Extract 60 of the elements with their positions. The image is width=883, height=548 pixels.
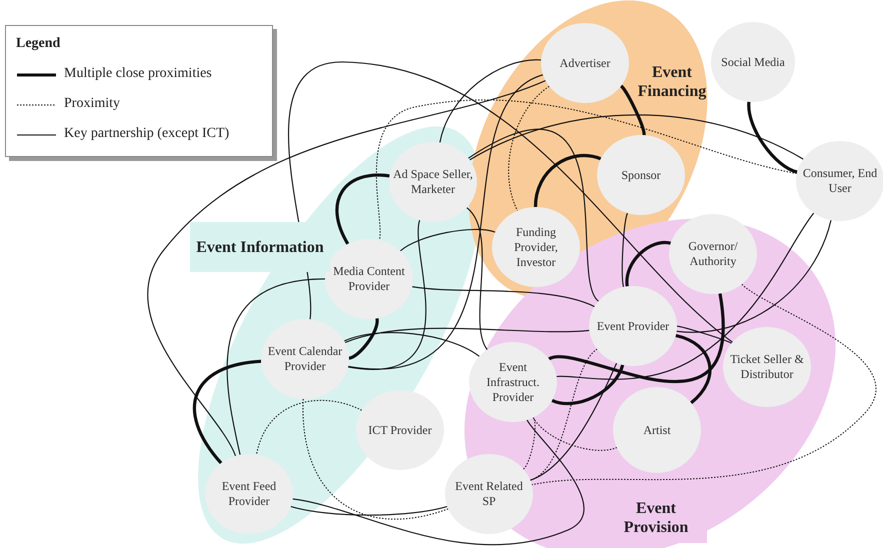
role-label: Sponsor: [621, 168, 661, 182]
connector-line: [466, 207, 488, 350]
connector-line: [344, 332, 480, 357]
role-label: Event Infrastruct. Provider: [486, 360, 540, 404]
connector-line: [292, 420, 584, 546]
connector-line: [302, 398, 449, 520]
role-label: Advertiser: [560, 56, 610, 70]
role-label: Ad Space Seller, Marketer: [393, 167, 473, 197]
connector-line: [288, 61, 733, 343]
role-label: Event Feed Provider: [220, 479, 278, 509]
connector-line: [534, 154, 602, 208]
connector-line: [468, 129, 599, 302]
connector-line: [530, 362, 618, 481]
role-label: Event Provider: [596, 318, 670, 334]
legend-text: Proximity: [64, 96, 120, 112]
connector-line: [439, 59, 542, 143]
connector-line: [530, 348, 598, 481]
connector-line: [400, 228, 496, 252]
role-label: Event Calendar Provider: [266, 344, 344, 374]
connector-line: [532, 417, 618, 451]
legend-text: Key partnership (except ICT): [64, 126, 230, 142]
legend-text: Multiple close proximities: [64, 66, 212, 82]
connector-line: [348, 220, 426, 370]
connector-line: [676, 326, 732, 344]
connector-line: [336, 174, 390, 245]
connector-line: [256, 400, 362, 456]
legend-title: Legend: [16, 36, 60, 52]
connector-line: [348, 318, 379, 360]
connector-line: [625, 240, 671, 286]
connector-line: [348, 74, 544, 369]
connector-line: [193, 360, 262, 464]
connector-line: [620, 84, 646, 136]
connector-line: [556, 212, 814, 380]
connector-line: [622, 212, 628, 287]
connector-line: [344, 328, 590, 344]
connector-line: [469, 114, 804, 160]
region-label-tag: Event Information: [190, 222, 330, 272]
connector-line: [226, 278, 326, 455]
role-label: Media Content Provider: [332, 264, 406, 294]
connector-line: [552, 364, 624, 406]
role-label: Ticket Seller & Distributor: [729, 352, 805, 382]
region-label: Event Financing: [636, 63, 708, 102]
connector-line: [531, 284, 876, 486]
role-label: Funding Provider, Investor: [513, 224, 559, 270]
role-label: ICT Provider: [368, 422, 432, 438]
connector-line: [412, 286, 595, 308]
connector-line: [522, 417, 536, 470]
role-label: Artist: [643, 422, 671, 438]
role-label: Event Related SP: [454, 479, 524, 509]
connector-line: [148, 80, 546, 456]
connector-line: [290, 506, 448, 516]
role-label: Governor/ Authority: [687, 239, 739, 269]
connector-line: [747, 102, 798, 174]
connector-line: [376, 99, 798, 241]
connector-line: [548, 293, 725, 384]
connector-line: [676, 220, 832, 333]
role-label: Social Media: [721, 54, 785, 70]
connector-line: [675, 334, 712, 404]
connector-line: [508, 86, 550, 212]
role-label: Consumer, End User: [802, 166, 878, 196]
